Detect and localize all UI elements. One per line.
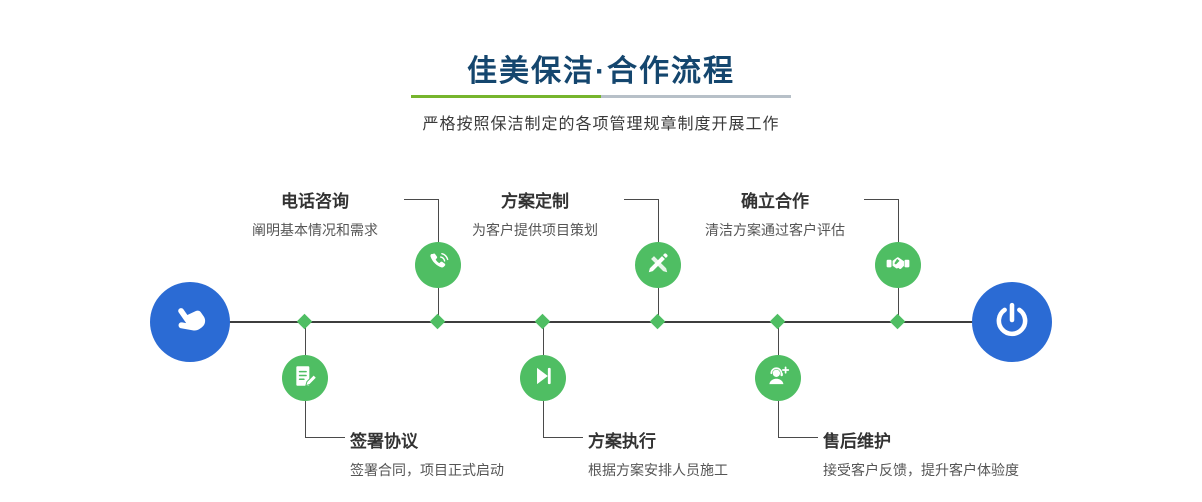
timeline-diamond <box>534 313 551 330</box>
connector-line <box>305 401 306 438</box>
step-node-execute <box>520 355 566 401</box>
connector-line <box>778 401 779 438</box>
connector-line <box>898 288 899 322</box>
hand-pointer-icon <box>169 299 211 346</box>
step-label: 电话咨询 <box>281 192 349 211</box>
connector-line <box>438 199 439 242</box>
contract-icon <box>292 363 318 394</box>
step-description: 接受客户反馈，提升客户体验度 <box>823 462 1019 478</box>
timeline-diamond <box>769 313 786 330</box>
pen-icon <box>645 250 671 281</box>
timeline-diamond <box>889 313 906 330</box>
connector-line <box>778 437 818 438</box>
divider-green-segment <box>411 95 601 98</box>
step-label: 确立合作 <box>741 192 809 211</box>
connector-line <box>864 199 898 200</box>
divider-gray-segment <box>601 95 791 98</box>
step-bottom-2: 方案执行 根据方案安排人员施工 <box>588 427 868 480</box>
connector-line <box>543 437 583 438</box>
handshake-icon <box>885 250 911 281</box>
connector-line <box>305 323 306 355</box>
step-node-contract <box>282 355 328 401</box>
step-node-aftersales <box>755 355 801 401</box>
timeline-diamond <box>429 313 446 330</box>
step-label: 方案执行 <box>588 432 656 451</box>
connector-line <box>543 401 544 438</box>
headset-icon <box>765 363 791 394</box>
timeline-end-node <box>972 282 1052 362</box>
connector-line <box>658 199 659 242</box>
timeline-diamond <box>649 313 666 330</box>
connector-line <box>543 323 544 355</box>
step-description: 为客户提供项目策划 <box>472 222 598 238</box>
play-next-icon <box>530 363 556 394</box>
connector-line <box>624 199 658 200</box>
step-description: 根据方案安排人员施工 <box>588 462 728 478</box>
connector-line <box>305 437 345 438</box>
timeline-start-node <box>150 282 230 362</box>
step-top-2: 方案定制 为客户提供项目策划 <box>445 187 625 240</box>
title-divider <box>411 95 791 98</box>
power-icon <box>991 299 1033 346</box>
step-description: 阐明基本情况和需求 <box>252 222 378 238</box>
step-description: 签署合同，项目正式启动 <box>350 462 504 478</box>
step-label: 方案定制 <box>501 192 569 211</box>
step-bottom-1: 签署协议 签署合同，项目正式启动 <box>350 427 630 480</box>
phone-icon <box>425 250 451 281</box>
page-title: 佳美保洁·合作流程 <box>467 55 735 88</box>
timeline-diamond <box>296 313 313 330</box>
step-label: 售后维护 <box>823 432 891 451</box>
page-subtitle: 严格按照保洁制定的各项管理规章制度开展工作 <box>422 116 780 133</box>
step-description: 清洁方案通过客户评估 <box>705 222 845 238</box>
step-node-phone <box>415 242 461 288</box>
connector-line <box>778 323 779 355</box>
timeline-line <box>190 321 1012 323</box>
step-node-cooperation <box>875 242 921 288</box>
step-bottom-3: 售后维护 接受客户反馈，提升客户体验度 <box>823 427 1103 480</box>
connector-line <box>404 199 438 200</box>
connector-line <box>658 288 659 322</box>
connector-line <box>898 199 899 242</box>
step-label: 签署协议 <box>350 432 418 451</box>
connector-line <box>438 288 439 322</box>
step-top-3: 确立合作 清洁方案通过客户评估 <box>685 187 865 240</box>
step-node-design <box>635 242 681 288</box>
step-top-1: 电话咨询 阐明基本情况和需求 <box>225 187 405 240</box>
